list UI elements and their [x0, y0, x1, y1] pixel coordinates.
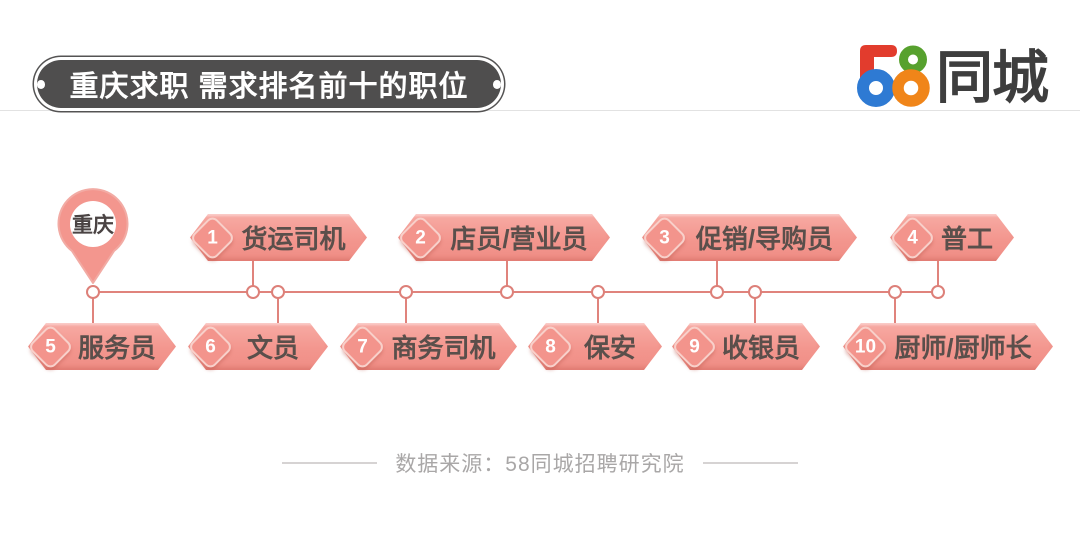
- timeline-node-6: [271, 285, 285, 299]
- job-label: 店员/营业员: [450, 224, 588, 254]
- connector-item-4: [937, 260, 939, 292]
- connector-item-2: [506, 260, 508, 292]
- job-label: 货运司机: [241, 224, 346, 254]
- job-label: 保安: [583, 333, 636, 363]
- connector-item-5: [92, 292, 94, 325]
- rank-number: 7: [357, 335, 368, 357]
- job-label: 文员: [246, 333, 299, 363]
- connector-item-10: [894, 292, 896, 325]
- timeline-node-9: [748, 285, 762, 299]
- rank-item-6: 6 文员: [187, 323, 328, 370]
- pin-city-label: 重庆: [72, 213, 114, 237]
- rank-item-4: 4 普工: [889, 214, 1014, 261]
- job-label: 商务司机: [391, 333, 496, 363]
- job-label: 普工: [940, 224, 993, 254]
- timeline-node-2: [500, 285, 514, 299]
- connector-item-7: [405, 292, 407, 325]
- rank-item-8: 8 保安: [527, 323, 662, 370]
- page-title-text: 重庆求职 需求排名前十的职位: [69, 71, 469, 103]
- rank-number: 1: [207, 226, 218, 248]
- rank-number: 6: [205, 335, 216, 357]
- connector-item-6: [277, 292, 279, 325]
- timeline-node-3: [710, 285, 724, 299]
- title-right-dot-icon: [492, 79, 501, 89]
- job-label: 厨师/厨师长: [894, 333, 1032, 363]
- header-divider-line: [0, 110, 1080, 111]
- rank-number: 3: [659, 226, 670, 248]
- data-source-footer: 数据来源：58同城招聘研究院: [0, 448, 1080, 478]
- connector-item-9: [754, 292, 756, 325]
- data-source-text: 数据来源：58同城招聘研究院: [395, 453, 685, 476]
- logo-58tongcheng: 同城: [850, 40, 1049, 110]
- rank-item-7: 7 商务司机: [339, 323, 517, 370]
- connector-item-1: [252, 260, 254, 292]
- rank-number: 10: [854, 335, 877, 357]
- rank-item-5: 5 服务员: [27, 323, 176, 370]
- rank-number: 9: [689, 335, 700, 357]
- timeline-node-origin: [86, 285, 100, 299]
- rank-number: 8: [545, 335, 556, 357]
- title-left-dot-icon: [37, 79, 46, 89]
- timeline-node-8: [591, 285, 605, 299]
- logo-brand-text: 同城: [936, 46, 1049, 110]
- rank-number: 5: [45, 335, 56, 357]
- timeline-node-4: [931, 285, 945, 299]
- rank-item-3: 3 促销/导购员: [641, 214, 857, 261]
- rank-number: 2: [415, 226, 426, 248]
- rank-item-1: 1 货运司机: [189, 214, 367, 261]
- connector-item-8: [597, 292, 599, 325]
- timeline-line: [93, 291, 938, 293]
- rank-item-2: 2 店员/营业员: [397, 214, 610, 261]
- timeline-node-10: [888, 285, 902, 299]
- footer-right-rule: [702, 462, 798, 464]
- job-label: 服务员: [77, 333, 156, 363]
- rank-number: 4: [907, 226, 918, 248]
- footer-left-rule: [282, 462, 378, 464]
- job-label: 收银员: [721, 333, 800, 363]
- timeline-node-1: [246, 285, 260, 299]
- job-label: 促销/导购员: [695, 224, 834, 254]
- rank-item-10: 10 厨师/厨师长: [842, 323, 1053, 370]
- rank-item-9: 9 收银员: [671, 323, 820, 370]
- logo-58-icon: [857, 45, 930, 107]
- timeline-node-7: [399, 285, 413, 299]
- location-pin-icon: 重庆: [57, 188, 129, 284]
- connector-item-3: [716, 260, 718, 292]
- page-title: 重庆求职 需求排名前十的职位: [37, 60, 501, 108]
